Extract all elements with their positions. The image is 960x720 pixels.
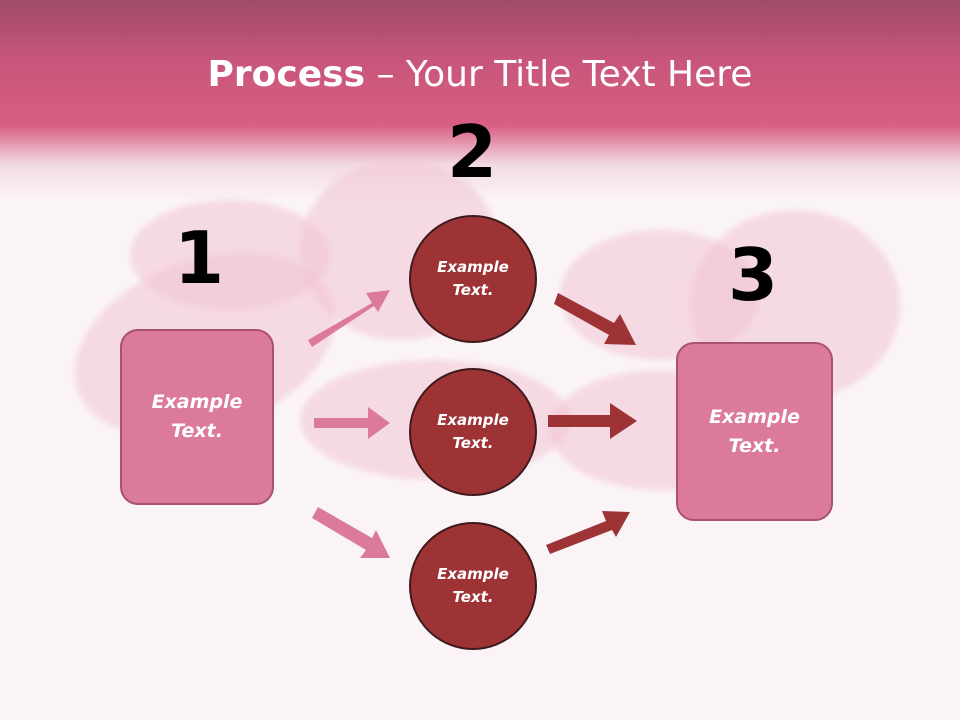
circle-bottom: Example Text. (409, 522, 537, 650)
step-box-1-label: Example Text. (151, 391, 243, 442)
step-number-3: 3 (727, 233, 779, 317)
arrow-circle-bottom-to-3 (546, 511, 630, 554)
background-pill (130, 200, 330, 310)
title-rest: – Your Title Text Here (365, 54, 753, 95)
step-box-1: Example Text. (120, 329, 274, 505)
title-bold: Process (207, 54, 366, 95)
arrow-circle-middle-to-3 (548, 403, 637, 439)
circle-middle-label: Example Text. (437, 411, 509, 452)
arrow-1-to-circle-bottom (312, 507, 390, 558)
circle-bottom-label: Example Text. (437, 565, 509, 606)
step-number-2: 2 (446, 110, 498, 194)
circle-middle: Example Text. (409, 368, 537, 496)
circle-top-label: Example Text. (437, 258, 509, 299)
circle-top: Example Text. (409, 215, 537, 343)
arrow-circle-top-to-3 (554, 293, 636, 345)
slide-title: Process – Your Title Text Here (0, 52, 960, 98)
header-band (0, 0, 960, 200)
arrow-1-to-circle-top (308, 290, 390, 347)
step-number-1: 1 (173, 216, 225, 300)
arrow-1-to-circle-middle (314, 407, 390, 439)
step-box-3: Example Text. (676, 342, 833, 521)
step-box-3-label: Example Text. (709, 405, 800, 457)
